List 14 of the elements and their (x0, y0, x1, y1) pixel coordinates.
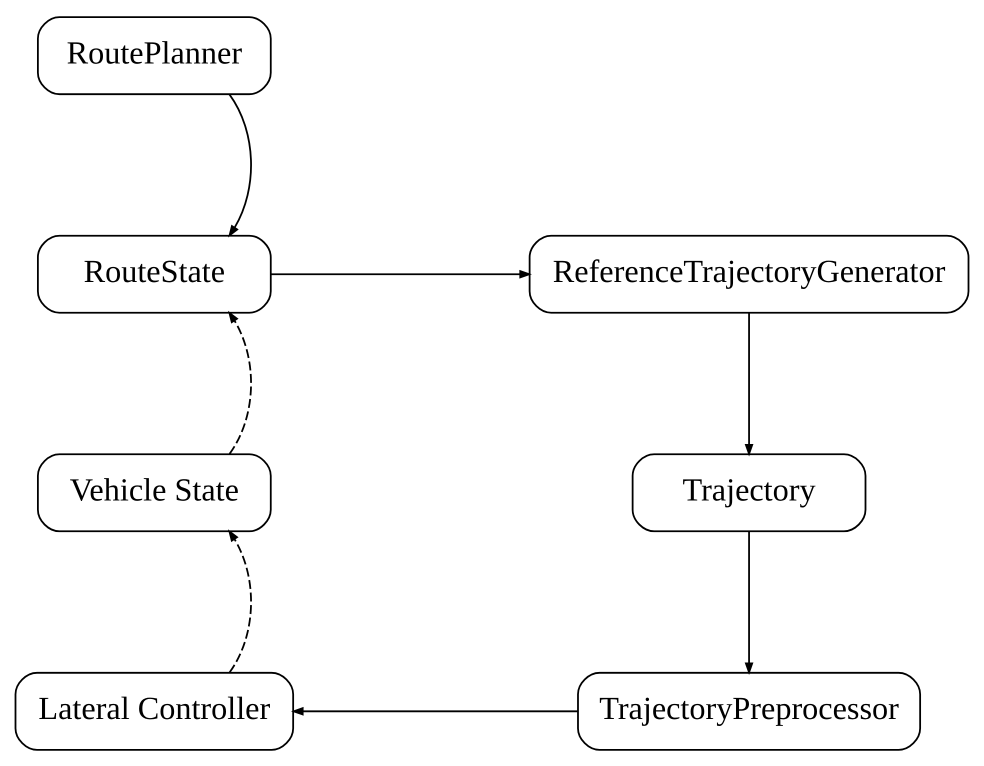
node-box: RouteState (37, 234, 272, 314)
arrow (271, 269, 532, 278)
arrow (744, 531, 754, 675)
node-box: TrajectoryPreprocessor (577, 671, 922, 750)
node-box: Trajectory (632, 452, 866, 532)
node-box: RoutePlanner (37, 16, 272, 95)
arrow (228, 93, 252, 238)
node-box: Vehicle State (37, 452, 272, 532)
node-box: Lateral Controller (14, 671, 294, 750)
node-box: ReferenceTrajectoryGenerator (528, 234, 970, 314)
arrow (291, 706, 578, 716)
arrow (228, 310, 252, 454)
arrow (744, 312, 754, 456)
arrow (228, 528, 252, 672)
